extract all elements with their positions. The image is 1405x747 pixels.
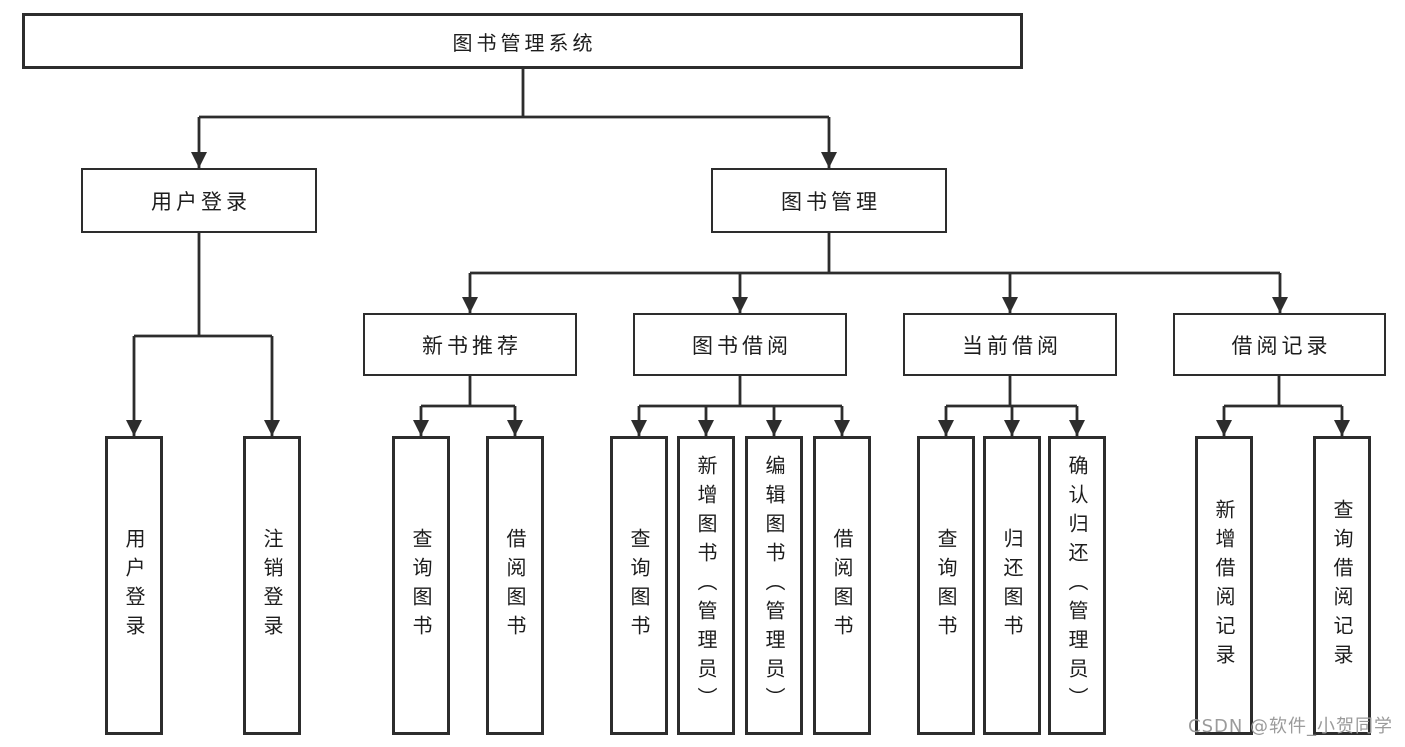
leaf-query-books-borrow: 查询图书 — [610, 436, 668, 735]
connector-new-book-recommend-tree — [421, 375, 515, 408]
csdn-watermark: CSDN @软件_小贺同学 — [1188, 716, 1394, 737]
node-book-management-label: 图书管理 — [781, 189, 881, 214]
leaf-logout: 注销登录 — [243, 436, 301, 735]
leaf-borrow-books-recommend-label: 借阅图书 — [503, 527, 527, 644]
leaf-edit-books-admin-label: 编辑图书（管理员） — [762, 455, 786, 716]
leaf-query-books-borrow-label: 查询图书 — [627, 527, 651, 644]
node-current-borrow: 当前借阅 — [903, 313, 1117, 376]
node-book-management: 图书管理 — [711, 168, 947, 233]
leaf-query-borrow-record: 查询借阅记录 — [1313, 436, 1371, 735]
connector-root-tree — [199, 69, 829, 119]
node-root-system: 图书管理系统 — [22, 13, 1023, 69]
leaf-return-books-label: 归还图书 — [1000, 527, 1024, 644]
leaf-logout-label: 注销登录 — [260, 527, 284, 644]
leaf-return-books: 归还图书 — [983, 436, 1041, 735]
connector-user-login-tree — [134, 233, 272, 338]
connector-book-borrow-tree — [639, 375, 842, 408]
leaf-user-login-label: 用户登录 — [122, 527, 146, 644]
leaf-user-login: 用户登录 — [105, 436, 163, 735]
leaf-borrow-books-borrow-label: 借阅图书 — [830, 527, 854, 644]
leaf-confirm-return-admin: 确认归还（管理员） — [1048, 436, 1106, 735]
node-borrow-records-label: 借阅记录 — [1231, 333, 1332, 358]
leaf-add-books-admin: 新增图书（管理员） — [677, 436, 735, 735]
leaf-query-borrow-record-label: 查询借阅记录 — [1330, 498, 1354, 673]
leaf-edit-books-admin: 编辑图书（管理员） — [745, 436, 803, 735]
connector-book-management-tree — [470, 233, 1280, 275]
node-new-book-recommend-label: 新书推荐 — [422, 333, 522, 358]
connector-borrow-records-tree — [1224, 375, 1342, 408]
node-current-borrow-label: 当前借阅 — [962, 333, 1062, 358]
leaf-add-books-admin-label: 新增图书（管理员） — [694, 455, 718, 716]
node-user-login: 用户登录 — [81, 168, 317, 233]
node-book-borrow-label: 图书借阅 — [692, 333, 792, 358]
node-root-label: 图书管理系统 — [452, 30, 597, 55]
connector-current-borrow-tree — [946, 375, 1077, 408]
leaf-query-books-recommend-label: 查询图书 — [409, 527, 433, 644]
leaf-borrow-books-recommend: 借阅图书 — [486, 436, 544, 735]
leaf-query-books-current-label: 查询图书 — [934, 527, 958, 644]
node-new-book-recommend: 新书推荐 — [363, 313, 577, 376]
leaf-query-books-current: 查询图书 — [917, 436, 975, 735]
leaf-confirm-return-admin-label: 确认归还（管理员） — [1065, 455, 1089, 716]
leaf-query-books-recommend: 查询图书 — [392, 436, 450, 735]
leaf-add-borrow-record-label: 新增借阅记录 — [1212, 498, 1236, 673]
leaf-borrow-books-borrow: 借阅图书 — [813, 436, 871, 735]
node-borrow-records: 借阅记录 — [1173, 313, 1386, 376]
node-user-login-label: 用户登录 — [151, 189, 251, 214]
node-book-borrow: 图书借阅 — [633, 313, 847, 376]
leaf-add-borrow-record: 新增借阅记录 — [1195, 436, 1253, 735]
